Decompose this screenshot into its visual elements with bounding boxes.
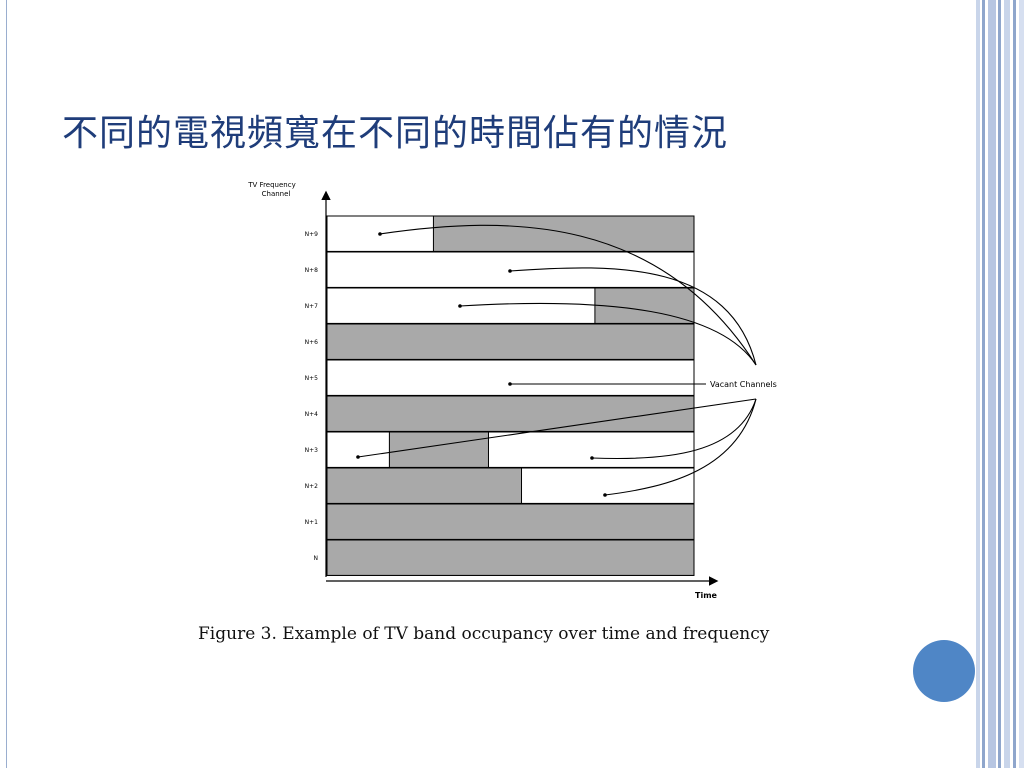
channel-label: N+6 [305, 339, 319, 346]
occupied-segment [432, 215, 695, 252]
occupied-segment [326, 467, 523, 504]
decorative-circle [913, 640, 975, 702]
channel-label: N+1 [305, 519, 319, 526]
left-frame-rule [6, 0, 7, 768]
arrow-n9 [379, 224, 757, 366]
channel-label: N+9 [305, 231, 319, 238]
vacant-channels-label: Vacant Channels [710, 380, 777, 389]
channel-row-nplus3 [326, 431, 695, 468]
vacancy-arrows [357, 224, 757, 496]
vacancy-dots [356, 232, 607, 497]
right-decorative-frame [976, 0, 1024, 768]
channel-label: N+8 [305, 267, 319, 274]
figure-caption: Figure 3. Example of TV band occupancy o… [198, 624, 770, 644]
occupied-segment [326, 323, 695, 360]
arrow-n2 [604, 398, 757, 496]
y-axis-label-line2: Channel [262, 190, 291, 198]
channel-label: N+7 [305, 303, 319, 310]
channel-row-nplus5 [326, 359, 695, 396]
occupied-segment [326, 503, 695, 540]
arrow-n3-left [357, 398, 757, 458]
channel-label: N+3 [305, 447, 319, 454]
occupied-segment [326, 539, 695, 576]
arrow-n3-right [591, 398, 757, 460]
arrow-n8 [509, 267, 757, 366]
channel-label: N+4 [305, 411, 319, 418]
channel-rows: N+9N+8N+7N+6N+5N+4N+3N+2N+1N [305, 215, 695, 576]
y-axis-label-line1: TV Frequency [247, 181, 295, 189]
channel-label: N [314, 555, 319, 562]
occupied-segment [388, 431, 489, 468]
slide-title: 不同的電視頻寬在不同的時間佔有的情況 [62, 113, 729, 154]
x-axis-label: Time [695, 591, 718, 600]
band-occupancy-diagram: TV Frequency Channel Time N+9N+8N+7N+6N+… [247, 181, 777, 600]
occupied-segment [326, 395, 695, 432]
channel-label: N+2 [305, 483, 319, 490]
arrow-n7 [459, 302, 757, 366]
channel-label: N+5 [305, 375, 319, 382]
